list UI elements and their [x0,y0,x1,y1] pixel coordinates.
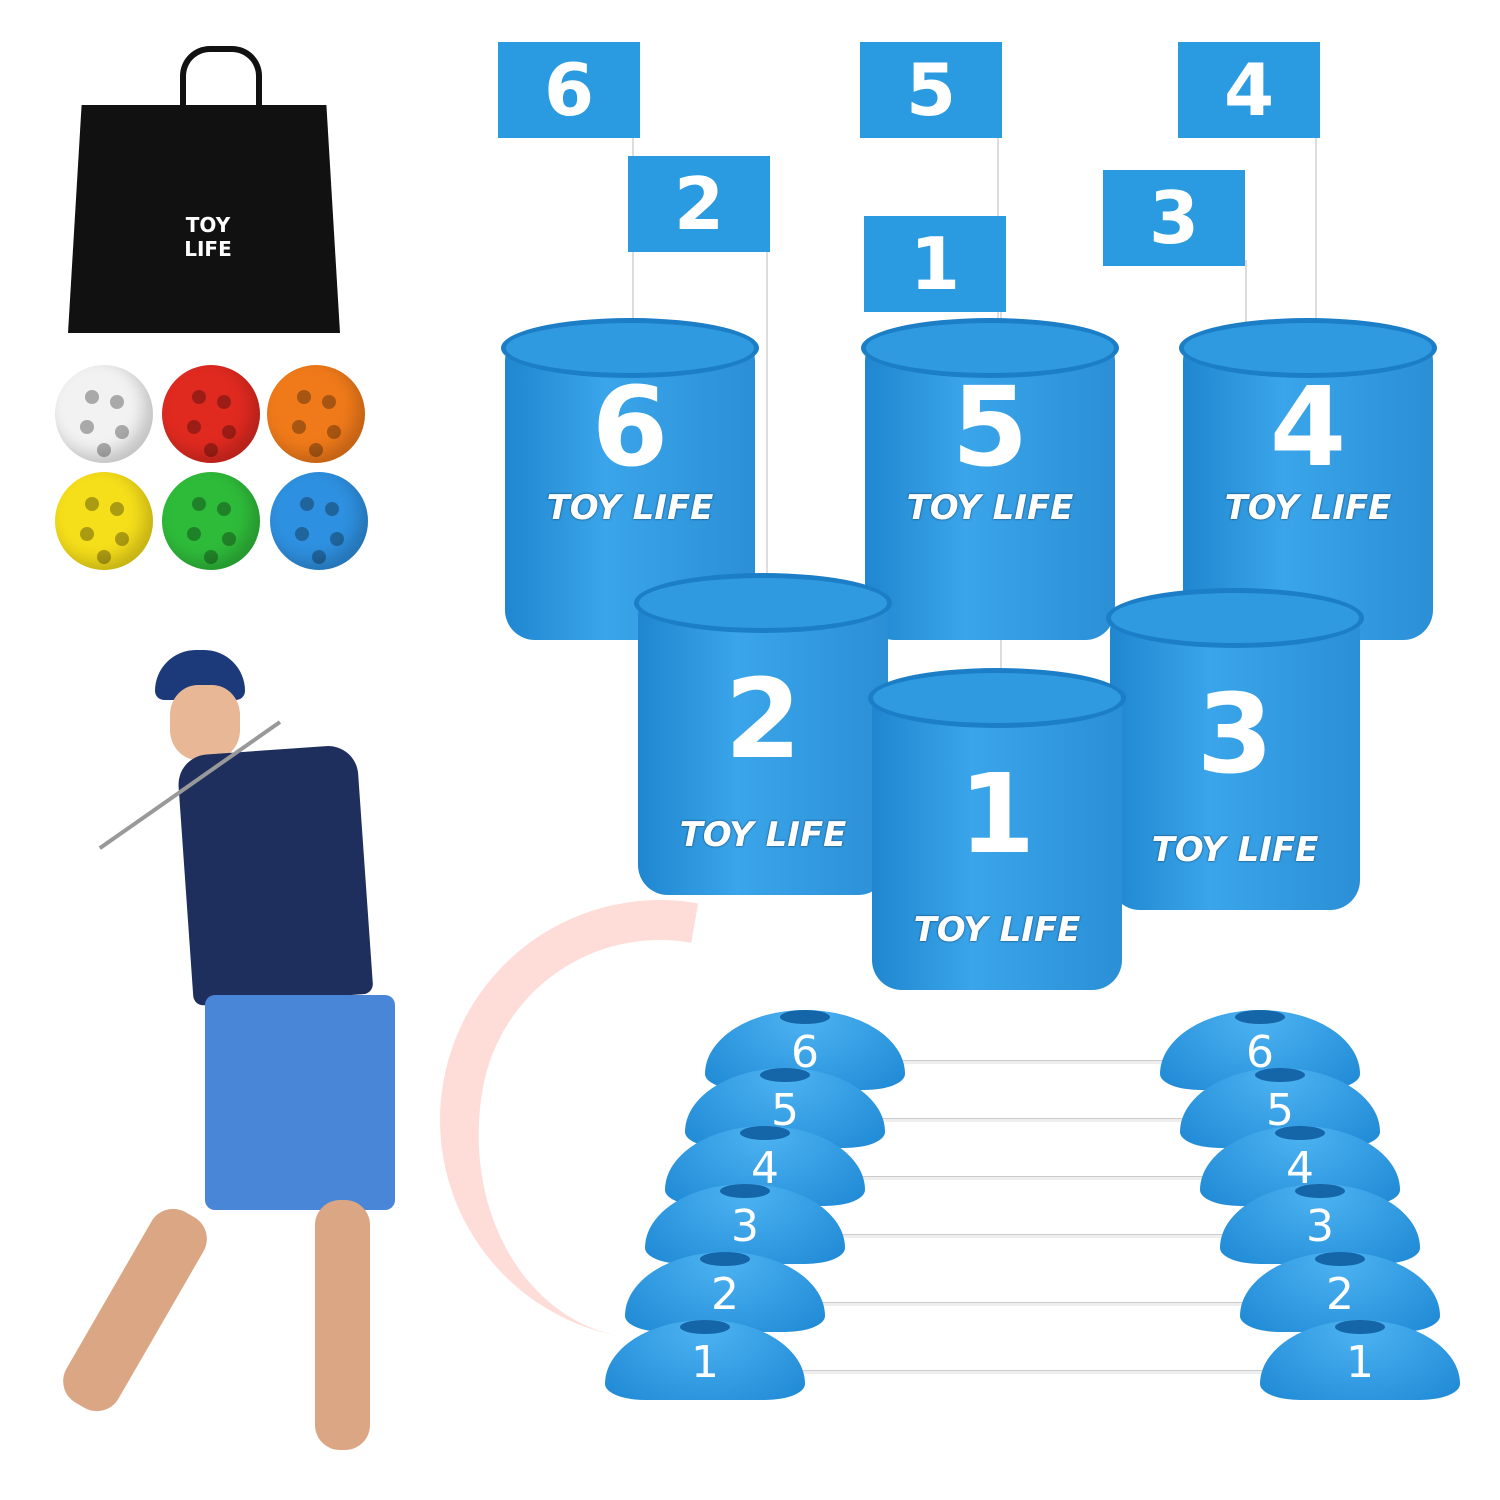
cone-rope [755,1370,1310,1374]
bucket-rim [1106,588,1364,648]
cone-rope [795,1234,1270,1238]
bag-logo: TOY LIFE [184,213,232,261]
flag-pole [766,246,768,590]
ball-2 [267,365,365,463]
bucket-number: 3 [1196,670,1274,798]
flag-5: 5 [860,42,1002,138]
golfer-shorts [205,995,395,1210]
bucket-logo: TOY LIFE [1151,830,1319,870]
ball-1 [162,365,260,463]
flag-4: 4 [1178,42,1320,138]
bucket-rim [634,573,892,633]
bucket-logo: TOY LIFE [1224,488,1392,528]
ball-3 [55,472,153,570]
bucket-logo: TOY LIFE [679,815,847,855]
bucket-number: 4 [1269,363,1347,491]
golfer-leg-right [315,1200,370,1450]
cone-rope [815,1176,1250,1180]
golfer-shirt [176,744,374,1006]
flag-3: 3 [1103,170,1245,266]
cone-right-2: 2 [1240,1252,1440,1332]
golfer-head [170,685,240,760]
bucket-rim [1179,318,1437,378]
ball-4 [162,472,260,570]
bucket-rim [868,668,1126,728]
flag-6: 6 [498,42,640,138]
bucket-logo: TOY LIFE [546,488,714,528]
bucket-logo: TOY LIFE [913,910,1081,950]
cone-right-1: 1 [1260,1320,1460,1400]
flag-pole [1315,132,1317,340]
bucket-rim [861,318,1119,378]
carry-bag: TOY LIFE [68,105,340,333]
bucket-logo: TOY LIFE [906,488,1074,528]
flag-2: 2 [628,156,770,252]
cone-rope [855,1060,1210,1064]
cone-rope [835,1118,1230,1122]
bucket-number: 1 [958,750,1036,878]
bucket-rim [501,318,759,378]
ball-0 [55,365,153,463]
cone-left-2: 2 [625,1252,825,1332]
bucket-number: 2 [724,655,802,783]
cone-rope [775,1302,1290,1306]
bucket-number: 6 [591,363,669,491]
ball-5 [270,472,368,570]
flag-1: 1 [864,216,1006,312]
cone-left-1: 1 [605,1320,805,1400]
golfer-leg-left [54,1199,216,1421]
bag-handle [180,46,262,132]
bucket-number: 5 [951,363,1029,491]
